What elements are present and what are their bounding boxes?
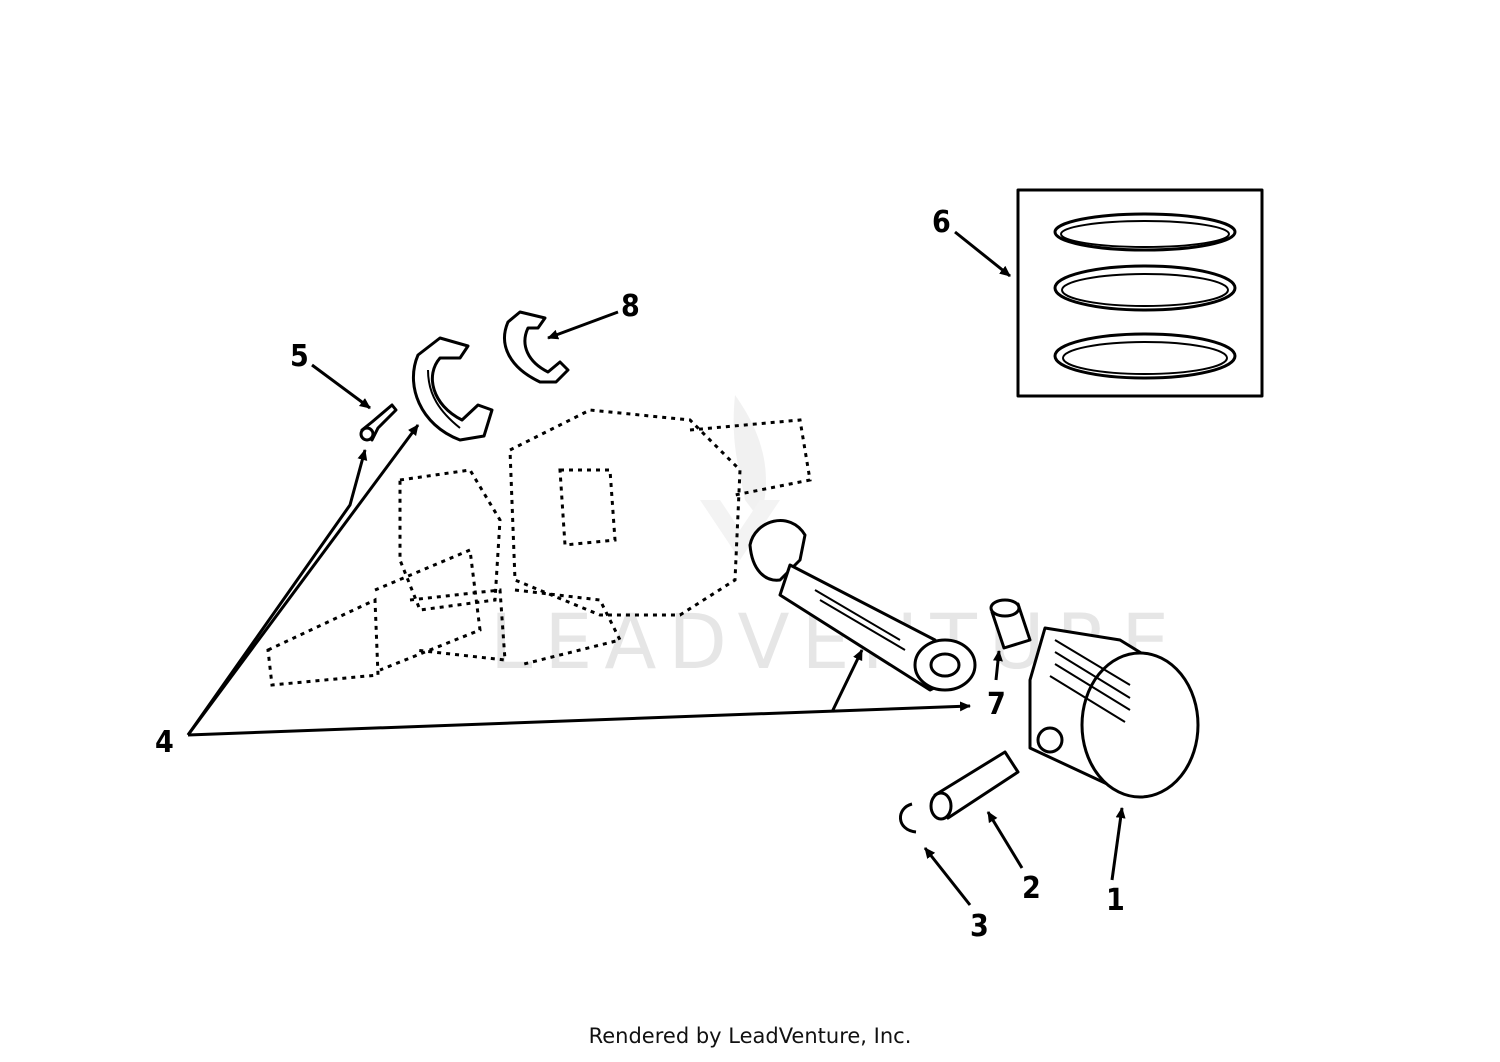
- callout-6: 6: [932, 205, 951, 240]
- callout-4: 4: [155, 725, 174, 760]
- piston-pin-bushing: [989, 598, 1032, 650]
- piston-ring-set: [1016, 188, 1264, 398]
- piston-pin: [929, 750, 1020, 821]
- piston: [1028, 626, 1200, 799]
- crankshaft-outline: [266, 408, 812, 687]
- callout-1: 1: [1106, 883, 1125, 918]
- callout-2: 2: [1022, 871, 1041, 906]
- callout-8: 8: [621, 289, 640, 324]
- footer-credit: Rendered by LeadVenture, Inc.: [588, 1024, 912, 1048]
- rod-cap: [412, 336, 494, 442]
- leader-lines: [186, 230, 1126, 906]
- bearing-insert: [503, 310, 570, 384]
- watermark-logo: [700, 395, 780, 560]
- connecting-rod-bolt: [359, 403, 398, 442]
- callout-5: 5: [290, 339, 309, 374]
- retaining-ring: [899, 802, 917, 834]
- callout-7: 7: [987, 687, 1006, 722]
- callout-3: 3: [970, 909, 989, 944]
- connecting-rod: [748, 519, 977, 692]
